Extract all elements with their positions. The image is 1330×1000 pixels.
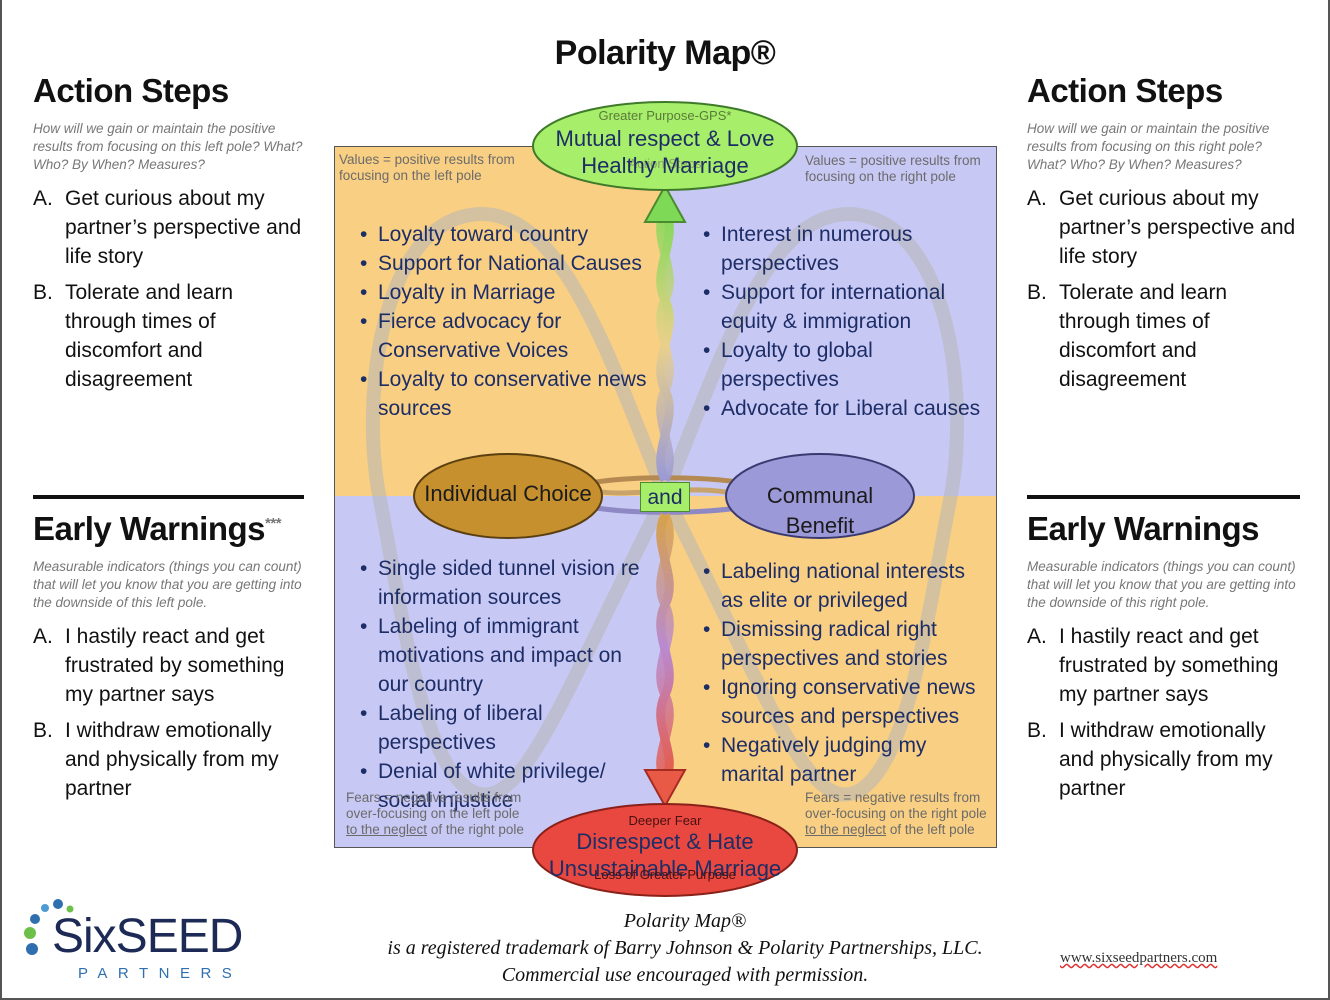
fear-text: Deeper Fear Disrespect & Hate Unsustaina…: [533, 813, 797, 883]
gps-text: Greater Purpose-GPS* Mutual respect & Lo…: [533, 108, 797, 180]
list-item: Interest in numerous perspectives: [703, 220, 988, 278]
left-action-heading: Action Steps: [33, 72, 229, 109]
left-pole-ellipse: [413, 453, 603, 539]
sixseed-logo: SixSEED PARTNERS: [20, 895, 280, 985]
list-item: Labeling of liberal perspectives: [360, 699, 645, 757]
left-early-warnings: Early Warnings*** Measurable indicators …: [33, 510, 308, 810]
fear-sub: Loss of Greater Purpose: [594, 867, 736, 882]
right-pole-ellipse: [725, 453, 915, 539]
arrow-down-icon: [643, 769, 687, 809]
fear-label: Deeper Fear: [628, 813, 702, 828]
right-action-question: How will we gain or maintain the positiv…: [1027, 121, 1270, 172]
right-action-steps: Action Steps How will we gain or maintai…: [1027, 72, 1302, 401]
right-warn-item-b: B.I withdraw emotionally and physically …: [1027, 719, 1273, 800]
lower-left-list: Single sided tunnel vision re informatio…: [360, 554, 645, 815]
list-item: Labeling of immigrant motivations and im…: [360, 612, 645, 699]
gps-line2: Healthy Marriage: [581, 153, 749, 178]
upper-right-list: Interest in numerous perspectives Suppor…: [703, 220, 988, 423]
list-item: Loyalty toward country: [360, 220, 650, 249]
right-pole-label: Communal Benefit: [766, 483, 874, 538]
values-note-left: Values = positive results from focusing …: [339, 152, 515, 183]
gps-ellipse: [532, 101, 798, 191]
right-action-item-a: A.Get curious about my partner’s perspec…: [1027, 187, 1296, 268]
gps-line1: Mutual respect & Love: [555, 126, 775, 151]
fears-note-left: Fears = negative results from over-focus…: [346, 790, 524, 837]
list-item: Support for National Causes: [360, 249, 650, 278]
list-item: Ignoring conservative news sources and p…: [703, 673, 988, 731]
list-item: Loyalty to conservative news sources: [360, 365, 650, 423]
upper-left-list: Loyalty toward country Support for Natio…: [360, 220, 650, 423]
logo-dots-icon: [24, 899, 74, 955]
left-warn-item-b: B.I withdraw emotionally and physically …: [33, 719, 279, 800]
website-link[interactable]: www.sixseedpartners.com: [1060, 950, 1218, 966]
left-action-item-b: B.Tolerate and learn through times of di…: [33, 281, 234, 391]
right-divider: [1027, 495, 1300, 499]
right-warn-item-a: A.I hastily react and get frustrated by …: [1027, 625, 1279, 706]
list-item: Labeling national interests as elite or …: [703, 557, 988, 615]
list-item: Negatively judging my marital partner: [703, 731, 988, 789]
fear-ellipse: [532, 803, 798, 897]
downward-braid: [643, 512, 687, 809]
list-item: Support for international equity & immig…: [703, 278, 988, 336]
page-title: Polarity Map®: [554, 34, 776, 72]
trademark-footer: Polarity Map® is a registered trademark …: [387, 910, 983, 986]
list-item: Denial of white privilege/ social injust…: [360, 757, 645, 815]
fear-line1: Disrespect & Hate: [576, 829, 754, 854]
fear-line2: Unsustainable Marriage: [548, 856, 782, 881]
left-action-steps: Action Steps How will we gain or maintai…: [33, 72, 308, 401]
left-warn-item-a: A.I hastily react and get frustrated by …: [33, 625, 285, 706]
arrow-up-icon: [643, 183, 687, 223]
and-connector: and: [640, 482, 690, 512]
list-item: Fierce advocacy for Conservative Voices: [360, 307, 650, 365]
left-divider: [33, 495, 304, 499]
list-item: Dismissing radical right perspectives an…: [703, 615, 988, 673]
gps-sub: Action Steps: [628, 156, 702, 171]
logo-subtitle: PARTNERS: [78, 965, 243, 982]
upward-braid: [643, 183, 687, 483]
list-item: Loyalty to global perspectives: [703, 336, 988, 394]
fears-note-right: Fears = negative results from over-focus…: [805, 790, 987, 837]
right-early-warnings: Early Warnings Measurable indicators (th…: [1027, 510, 1302, 810]
list-item: Loyalty in Marriage: [360, 278, 650, 307]
right-action-item-b: B.Tolerate and learn through times of di…: [1027, 281, 1228, 391]
values-note-right: Values = positive results from focusing …: [805, 153, 981, 184]
list-item: Advocate for Liberal causes: [703, 394, 988, 423]
left-action-item-a: A.Get curious about my partner’s perspec…: [33, 187, 302, 268]
list-item: Single sided tunnel vision re informatio…: [360, 554, 645, 612]
left-action-question: How will we gain or maintain the positiv…: [33, 121, 303, 172]
lower-right-list: Labeling national interests as elite or …: [703, 557, 988, 789]
footnote-stars: ***: [265, 515, 282, 532]
right-warn-heading: Early Warnings: [1027, 510, 1260, 547]
right-action-heading: Action Steps: [1027, 72, 1223, 109]
right-warn-question: Measurable indicators (things you can co…: [1027, 559, 1296, 610]
gps-label: Greater Purpose-GPS*: [598, 108, 732, 123]
logo-wordmark: SixSEED: [52, 910, 243, 963]
left-warn-question: Measurable indicators (things you can co…: [33, 559, 302, 610]
left-pole-label: Individual Choice: [424, 481, 592, 506]
left-warn-heading: Early Warnings***: [33, 510, 282, 547]
